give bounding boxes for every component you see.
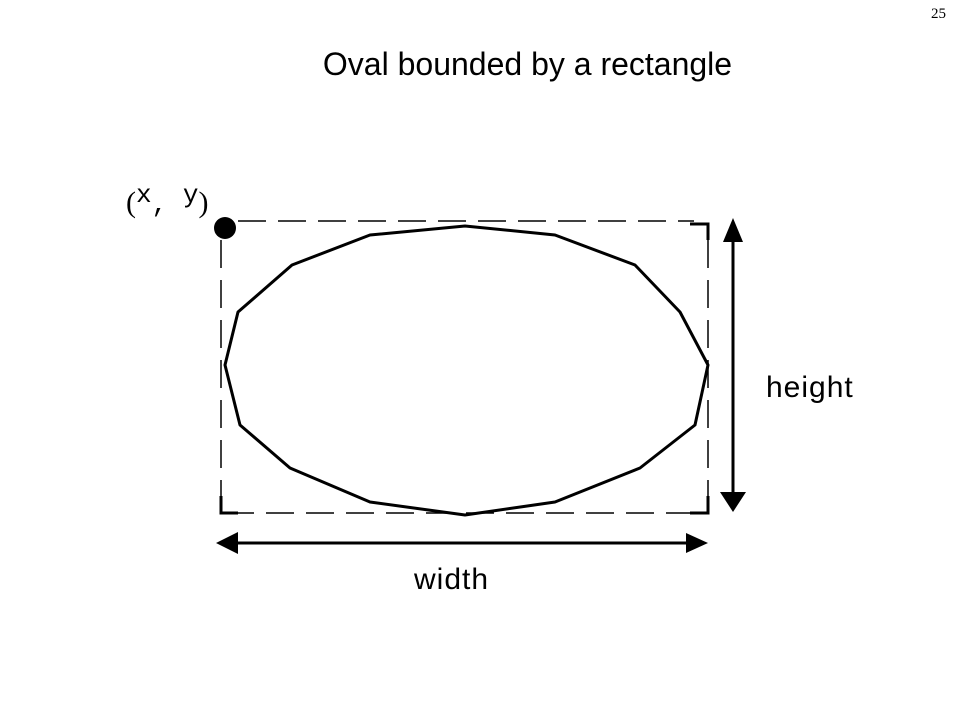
height-arrow-down-head <box>720 492 746 512</box>
origin-label-open: ( <box>126 186 136 219</box>
bounding-rectangle <box>220 220 709 514</box>
origin-label-x: x <box>136 180 152 210</box>
origin-label-close: ) <box>198 186 208 219</box>
width-arrow-left-head <box>216 532 238 554</box>
height-arrow-up-head <box>723 218 743 242</box>
oval-shape <box>223 224 710 517</box>
slide-title: Oval bounded by a rectangle <box>322 46 733 82</box>
page-number: 25 <box>931 6 946 22</box>
origin-point <box>214 217 236 239</box>
height-label: height <box>766 371 854 404</box>
width-arrow <box>216 532 708 554</box>
origin-label: (x, y) <box>126 180 208 220</box>
rectangle-corner-brackets <box>219 222 710 515</box>
origin-label-y: y <box>183 180 199 210</box>
height-arrow <box>720 218 746 512</box>
width-label: width <box>413 563 489 596</box>
width-arrow-right-head <box>686 533 708 553</box>
origin-label-comma: , <box>152 190 183 220</box>
